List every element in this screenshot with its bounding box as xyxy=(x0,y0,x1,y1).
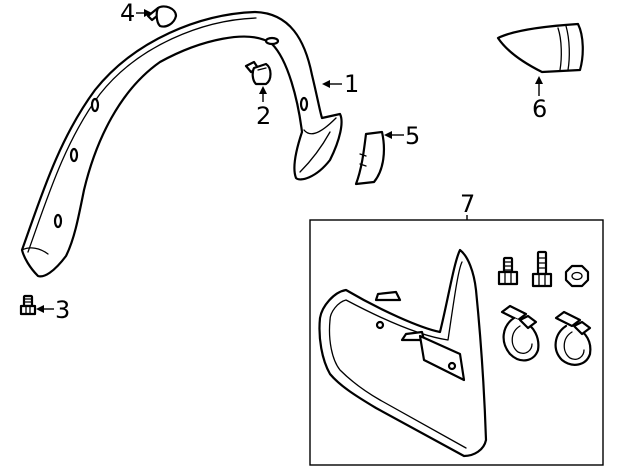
callout-leaders xyxy=(36,9,543,313)
part-7-clamp-left[interactable] xyxy=(500,304,540,362)
callout-4: 4 xyxy=(120,0,135,27)
part-7-mud-flap[interactable] xyxy=(318,248,488,458)
callout-6: 6 xyxy=(532,95,547,123)
part-7-nut[interactable] xyxy=(564,264,590,288)
part-3-screw[interactable] xyxy=(19,294,37,316)
callout-3: 3 xyxy=(55,296,70,324)
part-2-retainer-clip[interactable] xyxy=(244,60,272,86)
callout-1: 1 xyxy=(344,70,359,98)
part-1-wheel-flare[interactable] xyxy=(20,10,343,278)
part-7-clamp-right[interactable] xyxy=(554,310,592,366)
part-5-end-cap[interactable] xyxy=(354,130,385,186)
callout-5: 5 xyxy=(405,122,420,150)
callout-7: 7 xyxy=(460,190,475,218)
part-4-push-pin[interactable] xyxy=(146,5,178,28)
part-7-bolt-long[interactable] xyxy=(531,250,553,288)
part-6-splash-shield[interactable] xyxy=(496,22,584,74)
part-7-bolt-short[interactable] xyxy=(497,256,519,286)
callout-2: 2 xyxy=(256,102,271,130)
part-7-kit-frame xyxy=(309,219,604,466)
